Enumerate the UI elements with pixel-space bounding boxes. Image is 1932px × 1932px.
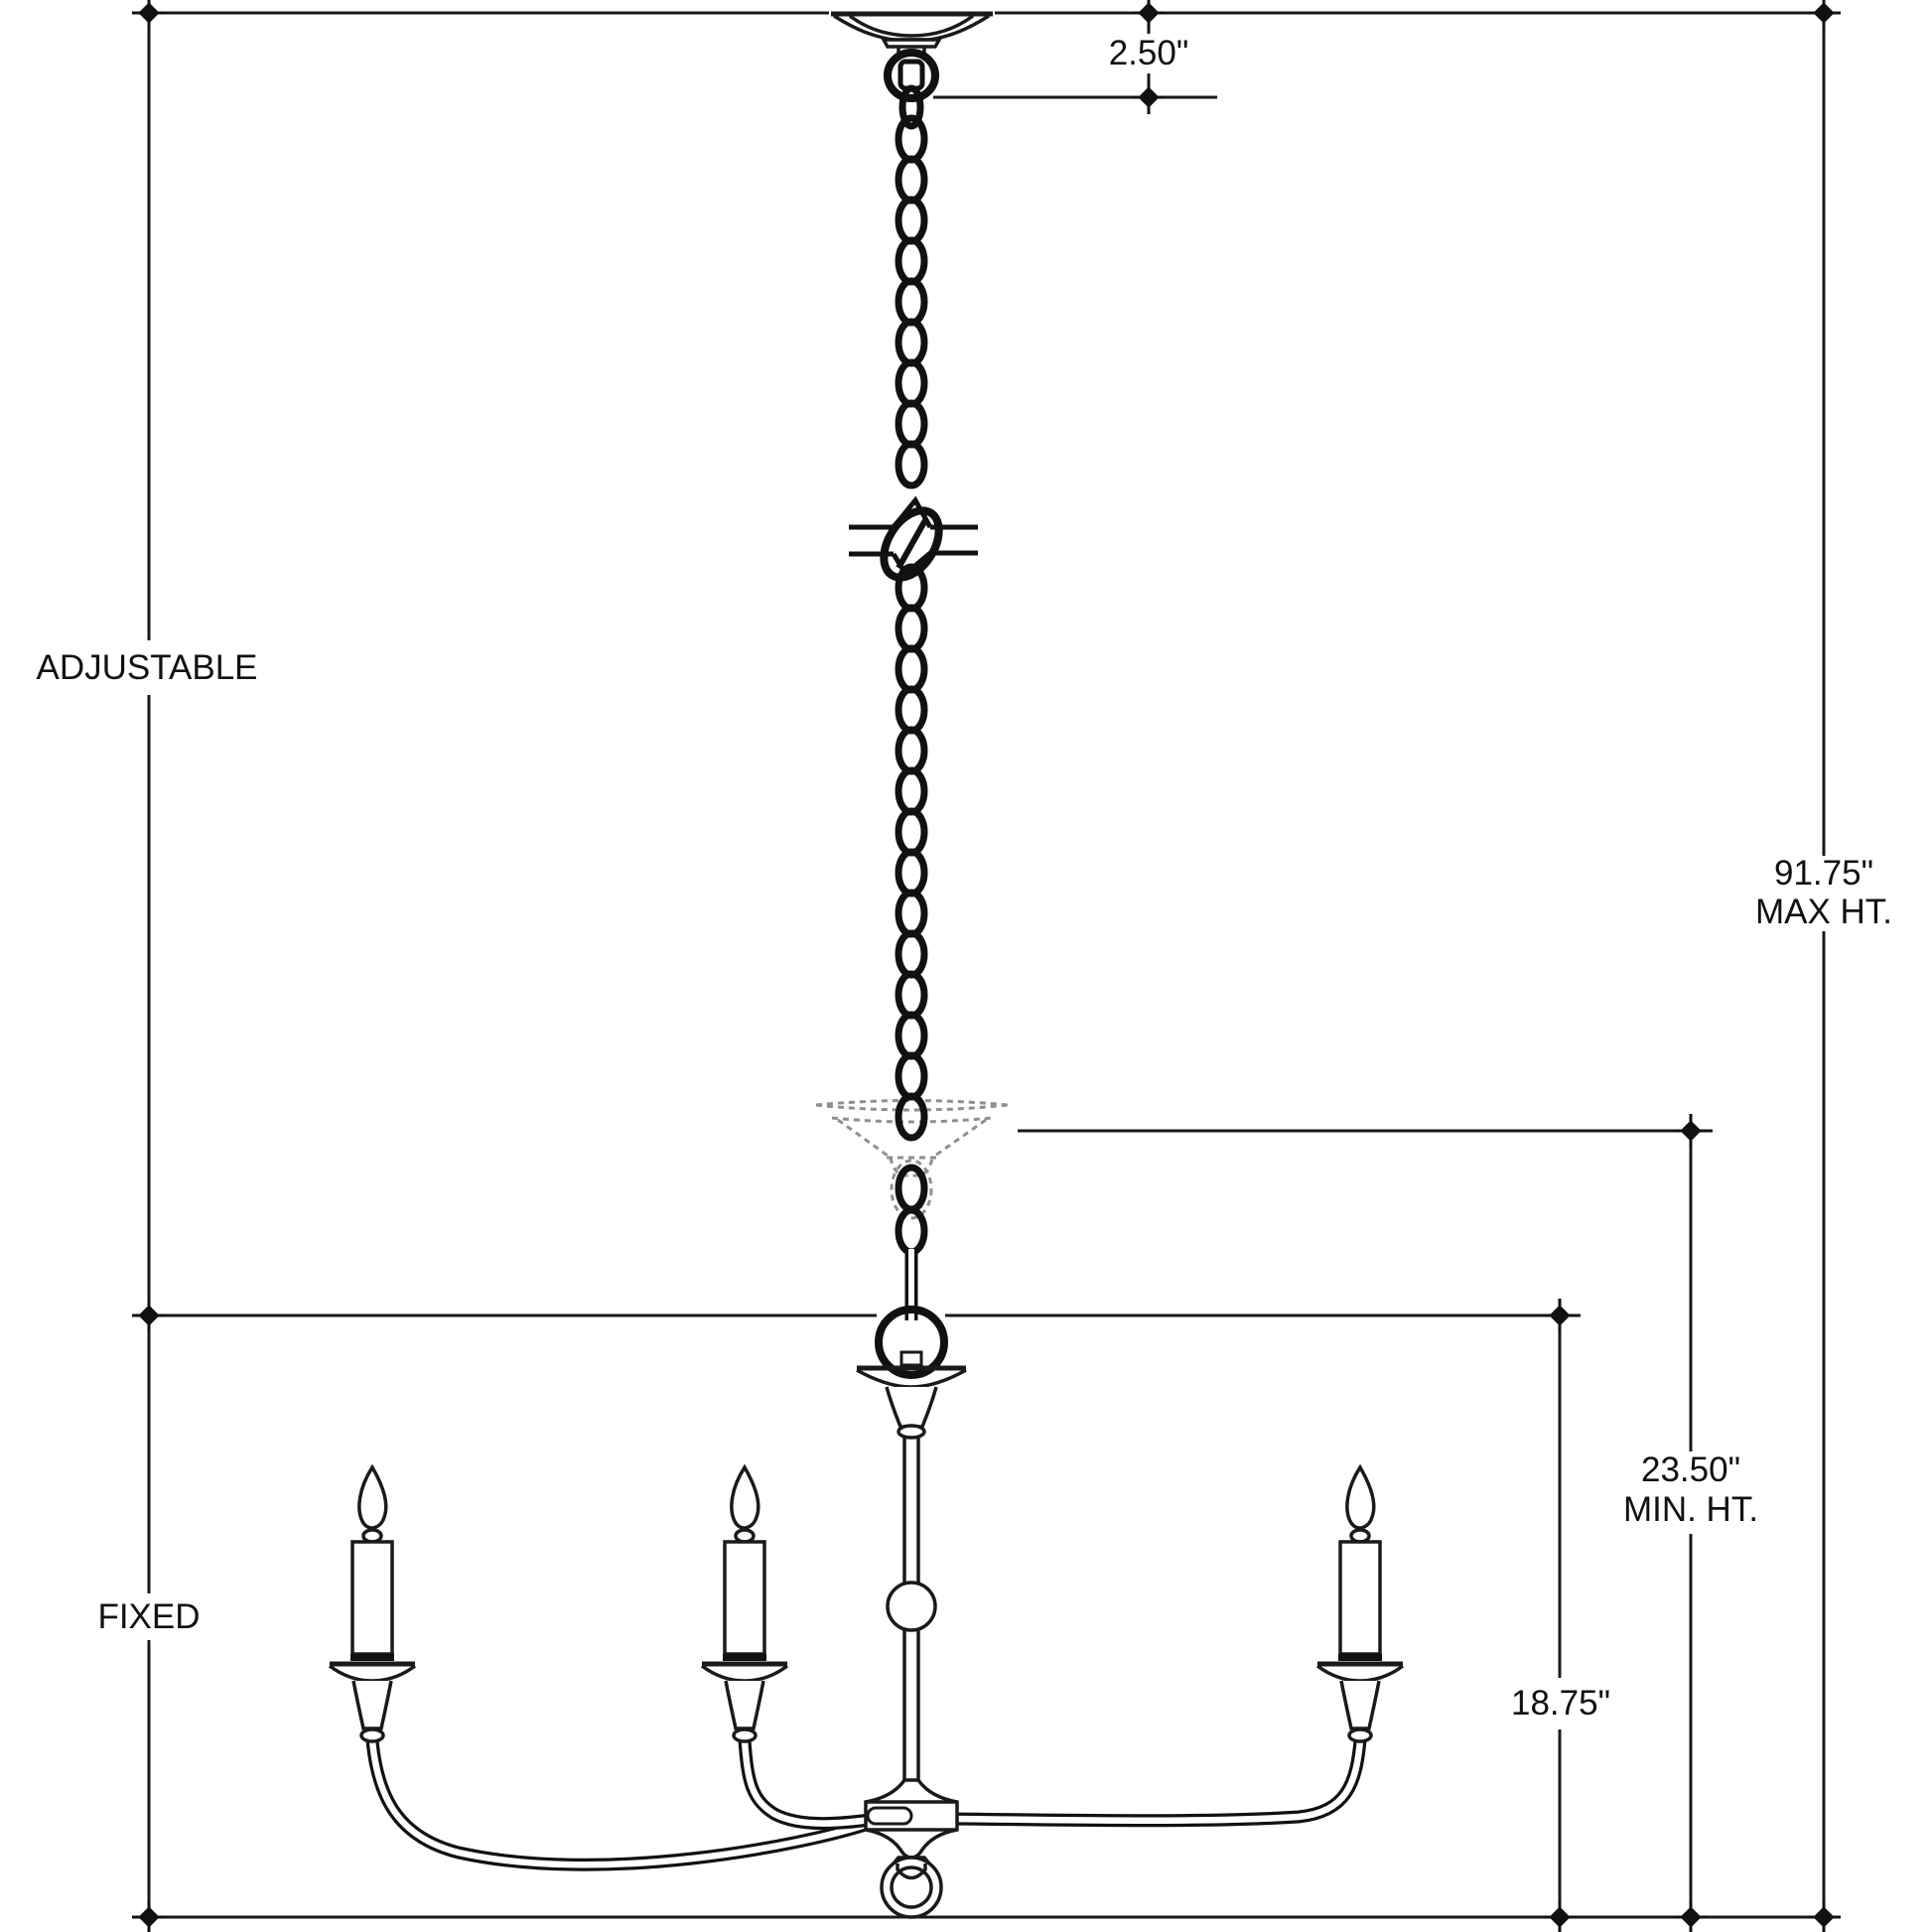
label-min-height: 23.50": [1641, 1450, 1740, 1489]
label-min-height-caption: MIN. HT.: [1623, 1490, 1758, 1529]
min-height-dimension-line: [1018, 1129, 1713, 1917]
stem-ball: [886, 1581, 937, 1632]
candle-right: [1317, 1467, 1403, 1741]
label-max-height-caption: MAX HT.: [1755, 893, 1892, 931]
label-fixture-height: 18.75": [1511, 1684, 1610, 1723]
phantom-canopy-min-position: [815, 1099, 1009, 1220]
chain-break-symbol: [849, 495, 978, 582]
ceiling-canopy: [831, 11, 993, 102]
fixture-stem: [856, 1365, 967, 1782]
dimension-lines: [130, 0, 1843, 1932]
fixture-arms: [365, 1739, 1367, 1871]
canopy-hang-loop: [884, 49, 939, 102]
arm-left: [365, 1739, 875, 1871]
fixture-height-dimension-line: [149, 1313, 1581, 1917]
fixture-hang-ring: [875, 1306, 948, 1379]
label-max-height: 91.75": [1774, 854, 1873, 893]
candle-center: [702, 1467, 787, 1741]
center-hub: [864, 1778, 959, 1865]
label-fixed: FIXED: [97, 1597, 200, 1636]
arm-center: [738, 1739, 879, 1831]
labels: 2.50" ADJUSTABLE 91.75" MAX HT. 23.50" M…: [36, 34, 1892, 1723]
candle-left: [330, 1467, 415, 1741]
bottom-finial-ring: [880, 1856, 943, 1919]
arm-right: [947, 1739, 1367, 1828]
hanging-chain: [849, 84, 978, 1320]
label-canopy-drop: 2.50": [1109, 34, 1189, 72]
label-adjustable: ADJUSTABLE: [36, 648, 257, 687]
